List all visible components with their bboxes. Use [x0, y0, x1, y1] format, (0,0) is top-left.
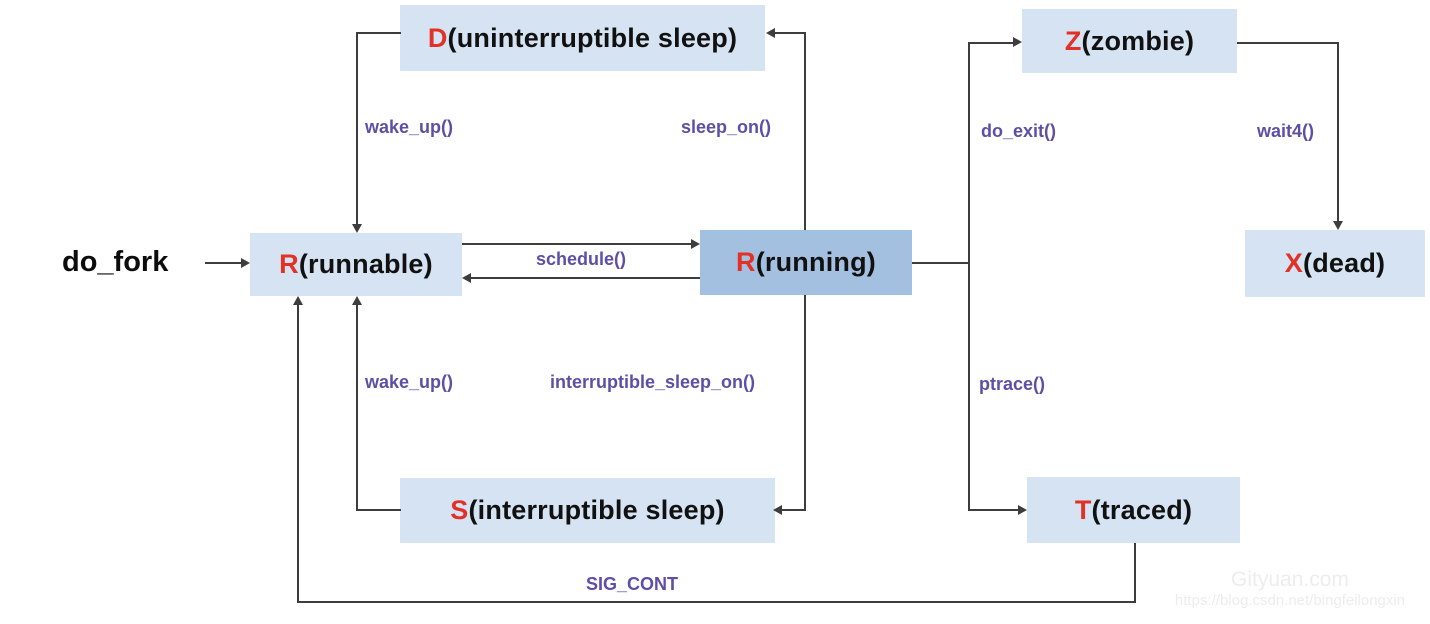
label-wake-up-bottom: wake_up() — [365, 372, 454, 392]
arrowhead-do-exit — [1013, 37, 1022, 47]
node-traced: T(traced) — [1027, 477, 1240, 543]
edge-running-to-d-vertical — [804, 32, 806, 230]
label-interruptible-sleep-on: interruptible_sleep_on() — [550, 372, 756, 392]
node-letter: X — [1284, 248, 1303, 278]
node-running: R(running) — [700, 230, 912, 295]
arrowhead-wake-up-top — [352, 224, 362, 233]
edge-junction-to-zombie-horizontal — [968, 42, 1015, 44]
edge-running-to-runnable — [469, 277, 700, 279]
edge-s-to-runnable-horizontal — [356, 509, 401, 511]
watermark-url: https://blog.csdn.net/bingfeilongxin — [1174, 592, 1406, 610]
edge-traced-to-runnable-vertical — [297, 303, 299, 602]
node-text: (dead) — [1303, 248, 1386, 278]
node-text: (runnable) — [298, 249, 433, 279]
label-wait4: wait4() — [1257, 121, 1315, 141]
arrowhead-wake-up-bottom — [352, 296, 362, 305]
edge-running-to-junction — [912, 262, 969, 264]
node-letter: R — [736, 247, 756, 277]
arrowhead-ptrace — [1018, 505, 1027, 515]
edge-running-to-s-horizontal — [782, 509, 805, 511]
edge-zombie-to-dead-horizontal — [1237, 42, 1338, 44]
node-text: (interruptible sleep) — [468, 495, 725, 525]
edge-runnable-to-running — [462, 243, 694, 245]
node-text: (zombie) — [1081, 25, 1195, 56]
node-dead: X(dead) — [1245, 230, 1425, 297]
label-do-exit: do_exit() — [981, 121, 1057, 141]
label-wake-up-top: wake_up() — [365, 117, 454, 137]
edge-junction-to-traced-vertical — [968, 262, 970, 511]
do-fork-label: do_fork — [62, 246, 169, 278]
arrowhead-sleep-on — [766, 28, 775, 38]
label-schedule: schedule() — [535, 249, 627, 269]
edge-s-to-runnable-vertical — [356, 303, 358, 510]
node-text: (traced) — [1091, 494, 1193, 525]
edge-traced-to-runnable-horizontal — [297, 601, 1135, 603]
node-text: (running) — [755, 247, 876, 277]
node-uninterruptible-sleep: D(uninterruptible sleep) — [400, 5, 765, 71]
edge-d-to-runnable-vertical — [356, 32, 358, 226]
node-letter: S — [450, 495, 469, 525]
arrowhead-wait4 — [1333, 221, 1343, 230]
label-ptrace: ptrace() — [979, 374, 1046, 394]
arrowhead-schedule-to-running — [691, 239, 700, 249]
node-text: (uninterruptible sleep) — [447, 22, 738, 53]
edge-do-fork-to-runnable — [205, 262, 243, 264]
arrowhead-do-fork — [241, 258, 250, 268]
edge-junction-to-zombie-vertical — [968, 42, 970, 263]
edge-traced-down-vertical — [1134, 543, 1136, 603]
edge-d-to-runnable-horizontal — [356, 32, 401, 34]
edge-running-to-s-vertical — [804, 295, 806, 511]
arrowhead-sig-cont — [293, 296, 303, 305]
arrowhead-schedule-to-runnable — [462, 273, 471, 283]
label-sig-cont: SIG_CONT — [586, 574, 679, 594]
arrowhead-interruptible-sleep-on — [773, 505, 782, 515]
node-letter: T — [1074, 494, 1092, 525]
edge-zombie-to-dead-vertical — [1337, 42, 1339, 223]
edge-running-to-d-horizontal — [775, 32, 805, 34]
edge-junction-to-traced-horizontal — [968, 509, 1020, 511]
node-zombie: Z(zombie) — [1022, 9, 1237, 73]
node-interruptible-sleep: S(interruptible sleep) — [400, 478, 775, 543]
label-sleep-on: sleep_on() — [681, 117, 772, 137]
watermark-site: Gityuan.com — [1231, 568, 1349, 591]
node-letter: Z — [1064, 25, 1082, 56]
node-letter: D — [427, 22, 448, 53]
node-letter: R — [279, 249, 299, 279]
node-runnable: R(runnable) — [250, 233, 462, 296]
watermark: Gityuan.com https://blog.csdn.net/bingfe… — [1150, 568, 1430, 609]
